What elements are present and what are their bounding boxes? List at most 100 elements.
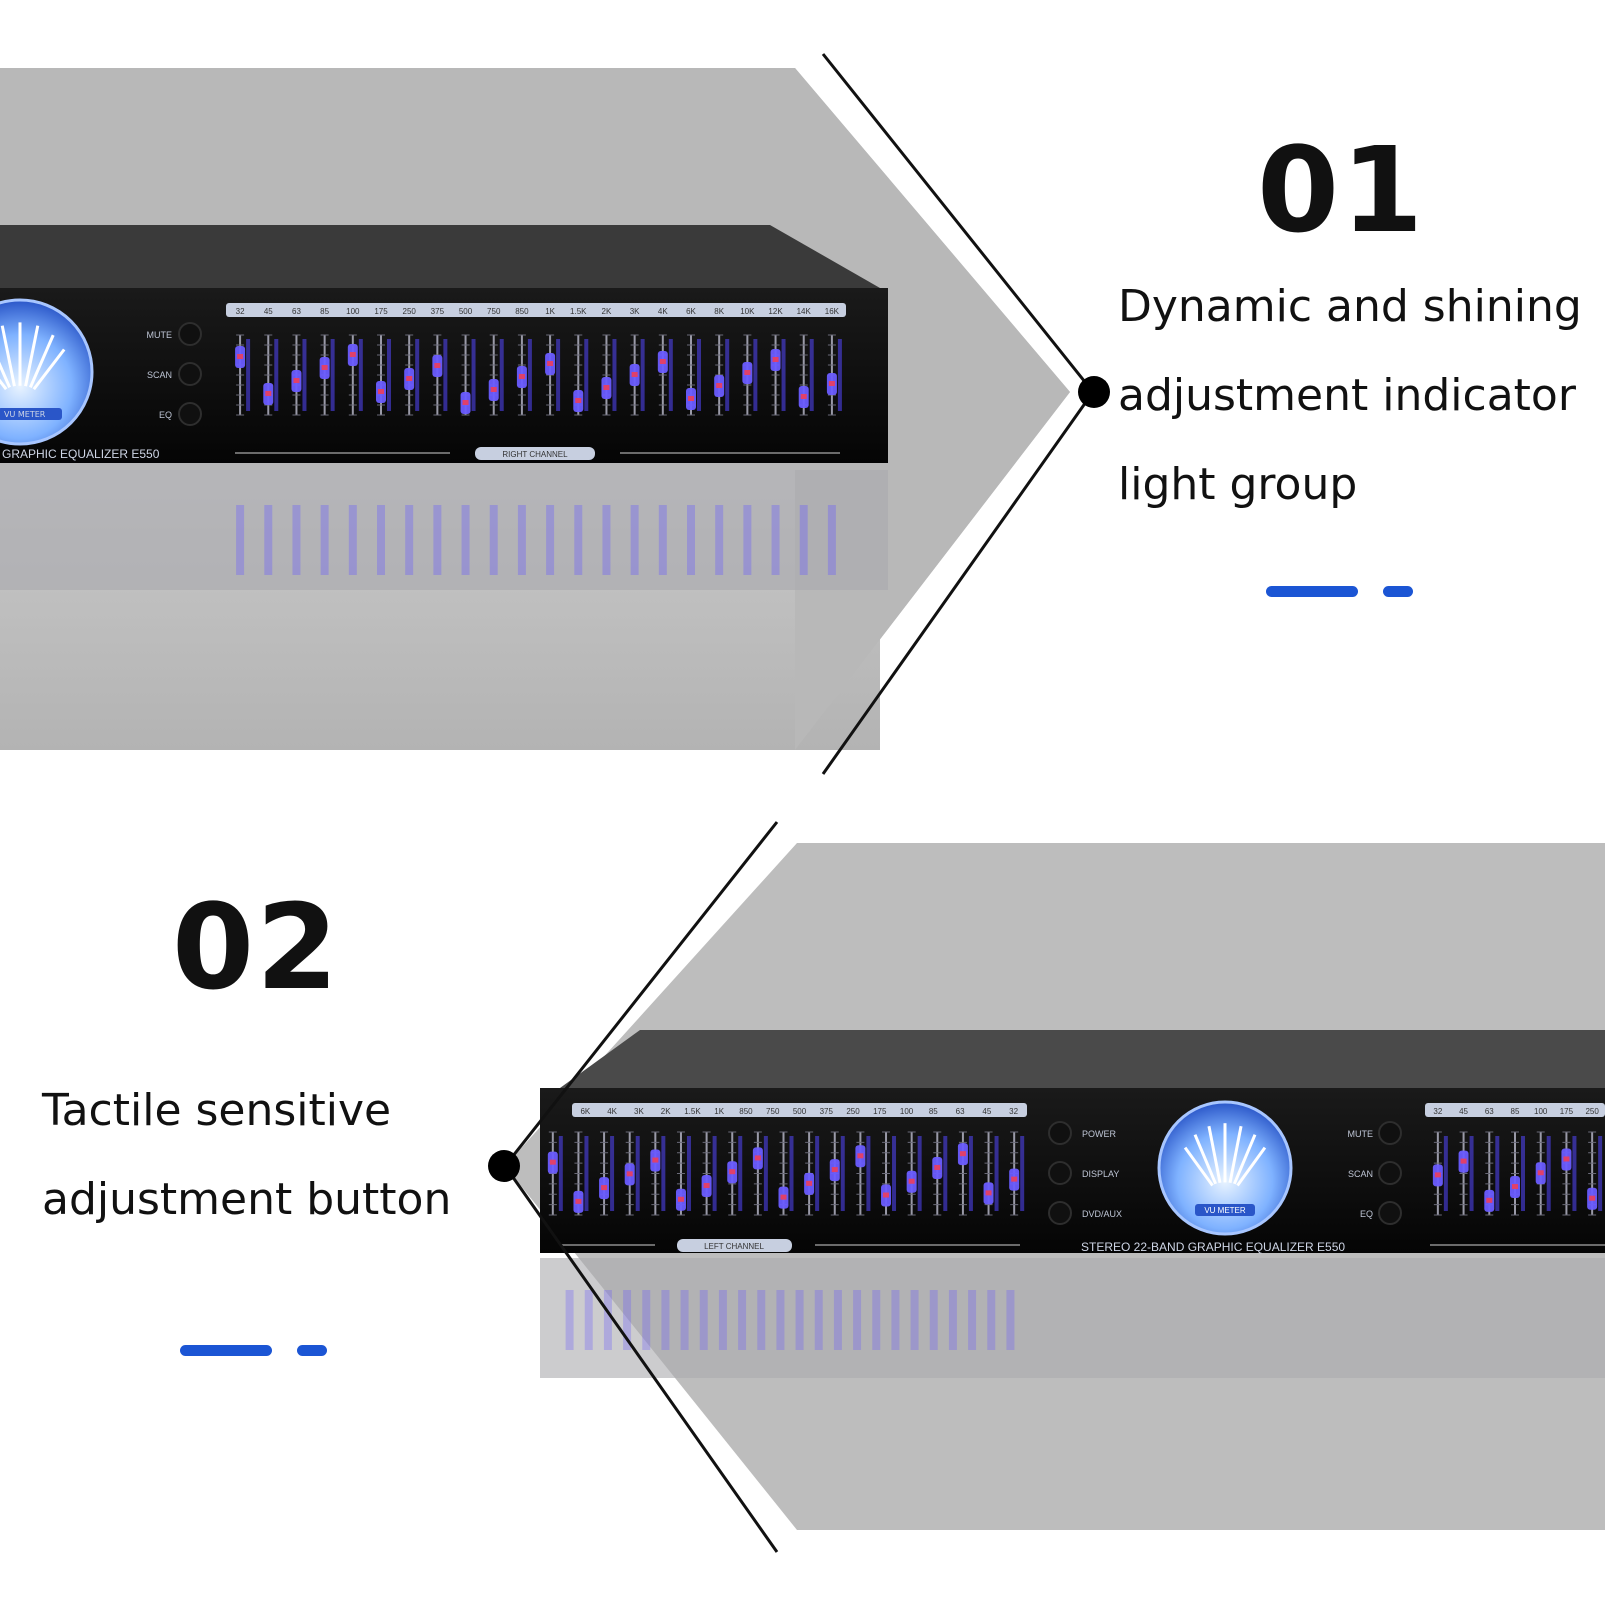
led-indicator — [959, 1151, 966, 1157]
led-indicator — [1011, 1176, 1018, 1182]
led-indicator — [601, 1185, 608, 1191]
led-indicator — [293, 378, 300, 383]
channel-label-bottom: LEFT CHANNEL — [704, 1242, 764, 1251]
device-button[interactable] — [178, 362, 202, 386]
freq-strip-top — [226, 303, 846, 317]
section-number-01: 01 — [1257, 121, 1426, 259]
freq-label: 63 — [292, 307, 301, 316]
freq-label: 8K — [714, 307, 724, 316]
freq-label: 850 — [739, 1107, 753, 1116]
led-indicator — [729, 1169, 736, 1175]
led-indicator — [1486, 1197, 1493, 1203]
led-indicator — [378, 389, 384, 394]
led-indicator — [237, 354, 244, 359]
freq-label: 4K — [658, 307, 668, 316]
description-line: Tactile sensitive — [42, 1085, 392, 1136]
freq-label: 85 — [320, 307, 329, 316]
freq-label: 14K — [797, 307, 812, 316]
freq-label: 2K — [602, 307, 612, 316]
section-01-description: Dynamic and shining adjustment indicator… — [1118, 262, 1605, 529]
led-indicator — [652, 1157, 659, 1163]
led-indicator — [1512, 1184, 1518, 1190]
freq-label: 4K — [607, 1107, 617, 1116]
freq-label: 500 — [793, 1107, 807, 1116]
led-indicator — [349, 352, 356, 357]
freq-label: 750 — [766, 1107, 780, 1116]
freq-label: 3K — [630, 307, 640, 316]
led-indicator — [780, 1194, 787, 1200]
device-button[interactable] — [178, 402, 202, 426]
freq-label: 32 — [1009, 1107, 1018, 1116]
button-label: MUTE — [1348, 1129, 1374, 1139]
freq-label: 250 — [1585, 1107, 1599, 1116]
freq-label: 1K — [714, 1107, 724, 1116]
freq-label: 1.5K — [570, 307, 587, 316]
freq-label: 850 — [515, 307, 529, 316]
button-label: DVD/AUX — [1082, 1209, 1122, 1219]
device-button[interactable] — [1048, 1161, 1072, 1185]
led-indicator — [800, 394, 807, 399]
device-button[interactable] — [1378, 1161, 1402, 1185]
freq-label: 10K — [740, 307, 755, 316]
vu-meter-label-top: VU METER — [4, 410, 46, 419]
led-indicator — [1563, 1156, 1570, 1162]
led-indicator — [434, 363, 441, 368]
led-indicator — [828, 381, 835, 386]
connector-dot-top — [1078, 376, 1110, 408]
led-indicator — [603, 385, 610, 390]
channel-badge-top — [475, 447, 595, 460]
freq-label: 3K — [634, 1107, 644, 1116]
description-line: adjustment button — [42, 1174, 452, 1225]
freq-label: 45 — [982, 1107, 991, 1116]
led-indicator — [462, 400, 469, 405]
led-indicator — [831, 1167, 838, 1173]
button-label: SCAN — [1348, 1169, 1373, 1179]
device-button[interactable] — [1378, 1121, 1402, 1145]
freq-label: 2K — [661, 1107, 671, 1116]
freq-label: 32 — [236, 307, 245, 316]
vu-meter-label-bottom: VU METER — [1204, 1206, 1246, 1215]
led-indicator — [934, 1164, 941, 1170]
freq-label: 1K — [545, 307, 555, 316]
led-indicator — [406, 376, 413, 381]
model-text-top: GRAPHIC EQUALIZER E550 — [2, 447, 160, 461]
freq-label: 32 — [1433, 1107, 1442, 1116]
accent-dash-long — [1266, 586, 1358, 597]
led-indicator — [265, 391, 272, 396]
freq-label: 175 — [1560, 1107, 1574, 1116]
device-button[interactable] — [1048, 1121, 1072, 1145]
freq-label: 175 — [374, 307, 388, 316]
channel-label-top: RIGHT CHANNEL — [502, 450, 568, 459]
accent-dash-long — [180, 1345, 272, 1356]
button-label: MUTE — [147, 330, 173, 340]
section-02-description: Tactile sensitive adjustment button — [42, 1066, 562, 1244]
freq-label: 250 — [403, 307, 417, 316]
device-button[interactable] — [1048, 1201, 1072, 1225]
freq-label: 100 — [900, 1107, 914, 1116]
led-indicator — [626, 1171, 633, 1177]
device-button[interactable] — [1378, 1201, 1402, 1225]
led-indicator — [549, 1159, 556, 1165]
device-button[interactable] — [178, 322, 202, 346]
device-reflection-top — [0, 470, 888, 590]
freq-label: 1.5K — [684, 1107, 701, 1116]
freq-label: 45 — [1459, 1107, 1468, 1116]
led-indicator — [688, 396, 694, 401]
freq-label: 12K — [768, 307, 783, 316]
freq-strip-bottom-left — [572, 1103, 1027, 1117]
led-indicator — [321, 365, 328, 370]
led-indicator — [677, 1196, 684, 1202]
button-label: EQ — [1360, 1209, 1373, 1219]
connector-dot-bottom — [488, 1150, 520, 1182]
button-label: POWER — [1082, 1129, 1117, 1139]
led-indicator — [857, 1153, 864, 1159]
led-indicator — [716, 383, 723, 388]
led-indicator — [883, 1192, 890, 1198]
led-indicator — [547, 361, 554, 366]
led-indicator — [575, 398, 582, 403]
freq-label: 375 — [431, 307, 445, 316]
led-indicator — [908, 1178, 915, 1184]
channel-badge-bottom — [677, 1239, 792, 1252]
